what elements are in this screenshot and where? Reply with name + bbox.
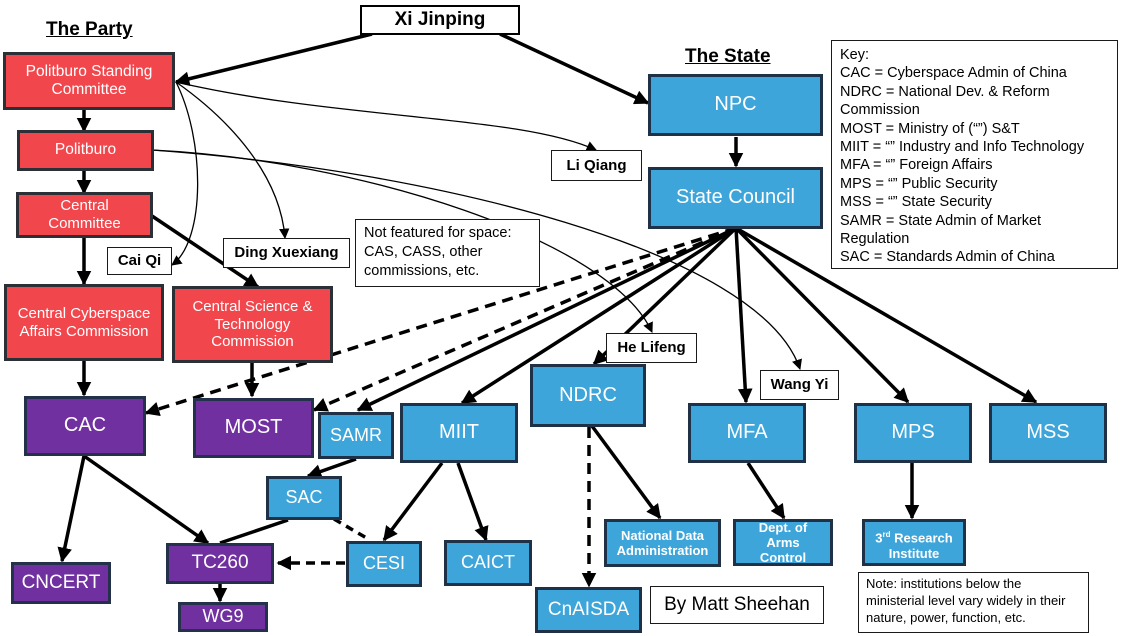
node-dept-arms-control: Dept. of Arms Control — [733, 519, 833, 566]
edge-sc-samr — [356, 226, 737, 412]
node-politburo-standing-committee: Politburo Standing Committee — [3, 52, 175, 110]
edge-psc-caiqi — [171, 81, 199, 266]
edge-ndrc-nda — [590, 424, 662, 520]
label-wang-yi: Wang Yi — [760, 370, 839, 400]
node-state-council: State Council — [648, 167, 823, 229]
edge-sc-mss — [735, 226, 1038, 404]
label-ding-xuexiang: Ding Xuexiang — [223, 238, 350, 268]
key-line: MFA = “” Foreign Affairs — [840, 157, 993, 174]
key-line: MSS = “” State Security — [840, 194, 992, 211]
edge-psc-liqiang — [175, 81, 597, 151]
edge-cc-cstc — [151, 214, 260, 289]
edge-sc-miit — [460, 226, 737, 405]
note-ministerial-level: Note: institutions below the ministerial… — [858, 572, 1089, 633]
node-cac: CAC — [24, 396, 146, 456]
key-line: Regulation — [840, 231, 910, 248]
node-cnaisda: CnAISDA — [535, 587, 642, 633]
edge-sc-cac-dashed — [144, 226, 737, 417]
node-cesi: CESI — [346, 541, 422, 587]
node-ndrc: NDRC — [530, 364, 646, 427]
note-not-featured: Not featured for space: CAS, CASS, other… — [355, 219, 540, 287]
party-header: The Party — [46, 19, 133, 40]
edge-sac-cesi-dashed — [333, 517, 371, 542]
edge-politburo-wangyi — [151, 149, 802, 370]
edge-sc-mfa — [734, 227, 753, 404]
state-header: The State — [685, 46, 771, 67]
node-central-committee: Central Committee — [16, 192, 153, 238]
key-title: Key: — [840, 47, 870, 63]
edge-sc-mps — [734, 226, 910, 404]
third-research-sup: rd — [882, 530, 891, 539]
key-legend: Key: CAC = Cyberspace Admin of China NDR… — [831, 40, 1118, 269]
node-central-cyberspace-affairs-commission: Central Cyberspace Affairs Commission — [4, 284, 164, 361]
edge-psc-ding — [175, 81, 290, 240]
node-mfa: MFA — [688, 403, 806, 463]
key-line: Commission — [840, 102, 920, 119]
edge-mfa-arms — [746, 462, 786, 520]
node-caict: CAICT — [444, 540, 532, 586]
label-cai-qi: Cai Qi — [107, 247, 172, 275]
edge-cac-tc260 — [82, 454, 210, 545]
key-line: MOST = Ministry of (“”) S&T — [840, 120, 1020, 137]
node-npc: NPC — [648, 74, 823, 136]
key-line: MPS = “” Public Security — [840, 175, 998, 192]
node-central-science-technology-commission: Central Science & Technology Commission — [172, 286, 333, 363]
edge-miit-caict — [456, 462, 489, 542]
node-samr: SAMR — [318, 412, 394, 459]
edge-miit-cesi — [382, 461, 444, 542]
key-line: SAC = Standards Admin of China — [840, 249, 1055, 266]
label-he-lifeng: He Lifeng — [606, 333, 697, 363]
key-line: CAC = Cyberspace Admin of China — [840, 65, 1067, 82]
node-miit: MIIT — [400, 403, 518, 463]
edge-xi-npc — [499, 32, 650, 105]
node-cncert: CNCERT — [11, 562, 111, 604]
third-research-prefix: 3 — [875, 530, 883, 546]
node-3rd-research-institute: 3rd Research Institute — [862, 519, 966, 566]
byline: By Matt Sheehan — [650, 586, 824, 624]
key-line: NDRC = National Dev. & Reform — [840, 83, 1050, 100]
node-tc260: TC260 — [166, 543, 274, 584]
node-mss: MSS — [989, 403, 1107, 463]
node-xi-jinping: Xi Jinping — [360, 5, 520, 35]
edge-samr-sac — [306, 457, 357, 479]
node-mps: MPS — [854, 403, 972, 463]
node-national-data-administration: National Data Administration — [604, 519, 721, 567]
node-politburo: Politburo — [17, 130, 154, 171]
edge-xi-psc — [174, 32, 373, 86]
key-line: MIIT = “” Industry and Info Technology — [840, 139, 1085, 156]
edge-sac-tc260 — [219, 518, 289, 545]
label-li-qiang: Li Qiang — [551, 150, 642, 181]
third-research-suffix: Research Institute — [888, 530, 953, 561]
node-most: MOST — [193, 398, 314, 458]
node-sac: SAC — [266, 476, 342, 520]
key-line: SAMR = State Admin of Market — [840, 212, 1042, 229]
edge-cac-cncert — [57, 455, 86, 563]
node-wg9: WG9 — [178, 602, 268, 632]
edge-sc-most-dashed — [312, 226, 737, 412]
